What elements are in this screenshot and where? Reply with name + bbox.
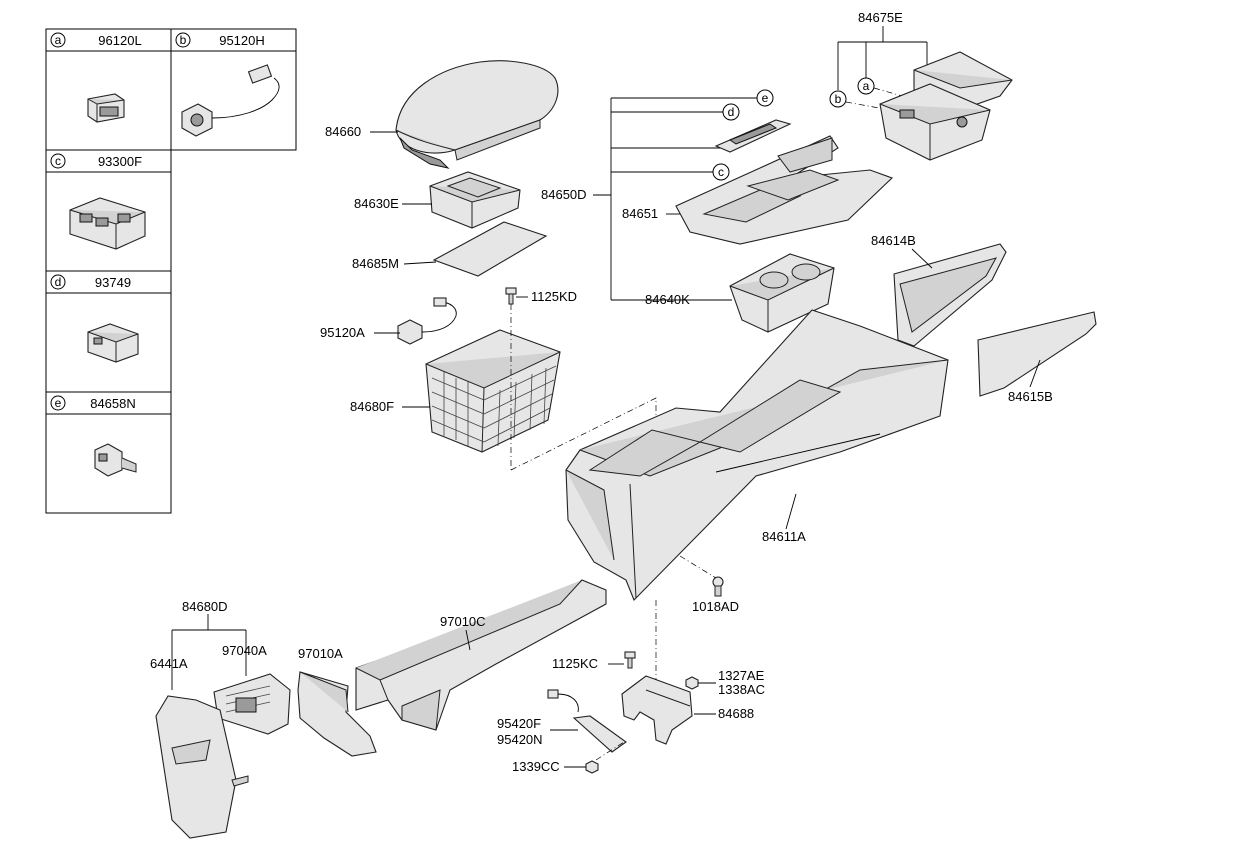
wiring-95420F <box>547 689 627 753</box>
label-1018AD: 1018AD <box>692 599 739 614</box>
bolt-1125KD <box>505 287 517 305</box>
label-95120A: 95120A <box>320 325 365 340</box>
label-84685M: 84685M <box>352 256 399 271</box>
label-84651: 84651 <box>622 206 658 221</box>
label-84611A: 84611A <box>762 529 806 544</box>
legend-letter-e: e <box>55 396 62 410</box>
usb-cable-95120A <box>397 297 457 345</box>
svg-text:e: e <box>762 91 769 105</box>
label-84680F: 84680F <box>350 399 394 414</box>
label-1339CC: 1339CC <box>512 759 560 774</box>
legend-letter-d: d <box>55 275 62 289</box>
air-duct-97010A <box>297 671 377 757</box>
bracket-84650D <box>610 97 757 301</box>
side-panel-84615B <box>977 311 1097 397</box>
nut-1327AE <box>685 676 699 690</box>
label-84675E: 84675E <box>858 10 903 25</box>
rear-panel-6441A <box>155 695 249 839</box>
legend-item-a: a 96120L <box>50 32 142 123</box>
rear-vent-97040A <box>213 673 291 735</box>
label-1125KC: 1125KC <box>552 656 598 671</box>
legend-letter-c: c <box>55 154 61 168</box>
switch-panel-trim <box>714 119 792 153</box>
air-duct-97010C <box>355 579 607 731</box>
upper-trim-84651 <box>675 135 894 245</box>
svg-text:c: c <box>718 165 724 179</box>
callout-c: c <box>712 163 730 181</box>
sensor-84658N-icon <box>94 443 137 477</box>
armrest-lid-84660 <box>395 60 559 169</box>
switch-93749-icon <box>87 323 139 363</box>
bolt-1125KC <box>624 651 636 669</box>
mat-84685M <box>432 221 548 277</box>
switch-96120L-icon <box>87 93 125 123</box>
callout-a-top: a <box>857 77 875 95</box>
main-console-84611A <box>565 309 949 601</box>
legend-part-c: 93300F <box>98 154 142 169</box>
screw-1018AD <box>712 576 724 597</box>
console-tray-84675E <box>879 51 1013 161</box>
legend-item-b: b 95120H <box>175 32 280 137</box>
svg-text:a: a <box>863 79 870 93</box>
label-97040A: 97040A <box>222 643 267 658</box>
callout-b-top: b <box>829 90 847 108</box>
svg-text:d: d <box>728 105 735 119</box>
legend-letter-b: b <box>180 33 187 47</box>
legend-item-c: c 93300F <box>50 153 146 250</box>
cup-holder-84640K <box>729 253 835 333</box>
legend-letter-a: a <box>55 33 62 47</box>
callout-d: d <box>722 103 740 121</box>
bracket-84688 <box>621 675 693 745</box>
tray-84630E <box>429 171 521 229</box>
label-95420F: 95420F <box>497 716 541 731</box>
nut-1339CC <box>585 760 599 774</box>
label-84680D: 84680D <box>182 599 228 614</box>
legend-part-b: 95120H <box>219 33 265 48</box>
label-84650D: 84650D <box>541 187 587 202</box>
label-6441A: 6441A <box>150 656 188 671</box>
label-1125KD: 1125KD <box>531 289 577 304</box>
label-84630E: 84630E <box>354 196 399 211</box>
switch-panel-93300F-icon <box>69 197 146 250</box>
label-1327AE: 1327AE <box>718 668 765 683</box>
legend-item-e: e 84658N <box>50 395 137 477</box>
side-panel-84614B <box>893 243 1007 347</box>
label-84614B: 84614B <box>871 233 916 248</box>
legend-part-e: 84658N <box>90 396 136 411</box>
svg-text:b: b <box>835 92 842 106</box>
callout-e: e <box>756 89 774 107</box>
label-84688: 84688 <box>718 706 754 721</box>
legend-table: a 96120L b 95120H c 9330 <box>45 28 297 514</box>
label-97010A: 97010A <box>298 646 343 661</box>
usb-cable-95120H-icon <box>181 64 280 137</box>
label-1338AC: 1338AC <box>718 682 765 697</box>
label-97010C: 97010C <box>440 614 486 629</box>
legend-item-d: d 93749 <box>50 274 139 363</box>
legend-part-d: 93749 <box>95 275 131 290</box>
legend-part-a: 96120L <box>98 33 141 48</box>
label-84660: 84660 <box>325 124 361 139</box>
label-95420N: 95420N <box>497 732 543 747</box>
storage-bin-84680F <box>425 329 561 453</box>
label-84640K: 84640K <box>645 292 690 307</box>
label-84615B: 84615B <box>1008 389 1053 404</box>
